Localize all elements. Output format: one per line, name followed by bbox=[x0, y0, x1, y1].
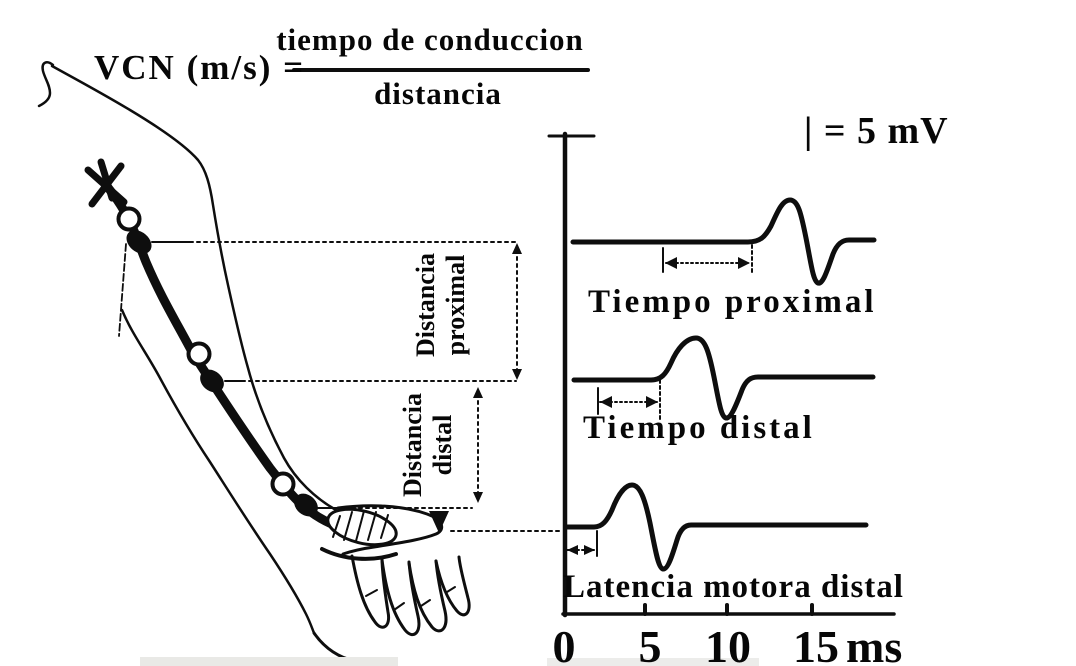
scope-axes bbox=[547, 131, 896, 618]
probe-line bbox=[118, 243, 127, 337]
trace-distal bbox=[571, 335, 876, 421]
time-axis-tick-15: 15 bbox=[793, 621, 839, 666]
latency-arrow-proximal bbox=[662, 244, 753, 273]
thenar-muscle bbox=[320, 507, 398, 561]
formula-denominator: distancia bbox=[374, 76, 502, 111]
stim-site-dot-3 bbox=[294, 493, 318, 517]
time-axis-unit: ms bbox=[846, 621, 903, 666]
distance-distal-line1: Distancia bbox=[398, 393, 428, 497]
distance-proximal-line1: Distancia bbox=[411, 253, 441, 357]
stim-site-dot-1 bbox=[126, 230, 152, 254]
trace-proximal-label: Tiempo proximal bbox=[588, 284, 877, 320]
trace-latency bbox=[563, 482, 869, 572]
formula-lhs: VCN (m/s) = bbox=[94, 48, 306, 87]
trace-proximal bbox=[570, 197, 877, 286]
scan-artifact bbox=[140, 657, 398, 666]
time-axis-ticks bbox=[643, 603, 814, 616]
trace-distal-label: Tiempo distal bbox=[583, 410, 815, 446]
thumb-outline bbox=[336, 504, 444, 556]
time-axis-tick-0: 0 bbox=[552, 621, 576, 666]
distance-proximal-label: Distancia proximal bbox=[411, 253, 471, 357]
distance-proximal-bracket bbox=[512, 243, 522, 380]
distance-distal-line2: distal bbox=[428, 414, 457, 476]
latency-arrow-dml bbox=[566, 530, 598, 557]
distance-distal-bracket bbox=[473, 387, 483, 503]
electrode-ring-3 bbox=[270, 471, 296, 497]
arm-outline-inner bbox=[120, 308, 316, 635]
stim-site-dot-2 bbox=[200, 369, 224, 393]
time-axis-tick-10: 10 bbox=[705, 621, 751, 666]
electrode-ring-1 bbox=[116, 206, 142, 232]
scale-label: | = 5 mV bbox=[804, 110, 949, 152]
latency-arrow-distal bbox=[597, 379, 661, 423]
latency-arrows bbox=[566, 244, 753, 557]
time-axis-tick-5: 5 bbox=[638, 621, 662, 666]
electrode-ring-2 bbox=[186, 341, 212, 367]
shoulder-curl bbox=[37, 61, 55, 108]
finger-detail-lines bbox=[365, 586, 456, 611]
hand-outline bbox=[312, 504, 471, 663]
nerve-end-x-mark bbox=[84, 158, 128, 208]
arm-illustration bbox=[37, 61, 471, 663]
distance-distal-label: Distancia distal bbox=[398, 393, 458, 497]
palm-edge bbox=[312, 631, 357, 663]
fingers bbox=[350, 554, 471, 636]
scan-artifact bbox=[547, 658, 759, 666]
distance-annotations bbox=[151, 241, 563, 533]
arm-outline-outer bbox=[50, 64, 338, 512]
recording-site-arrowhead bbox=[429, 511, 449, 533]
distance-proximal-line2: proximal bbox=[441, 254, 470, 356]
trace-latency-label: Latencia motora distal bbox=[563, 569, 904, 605]
formula-numerator: tiempo de conduccion bbox=[276, 22, 584, 57]
scope-traces bbox=[563, 197, 877, 572]
